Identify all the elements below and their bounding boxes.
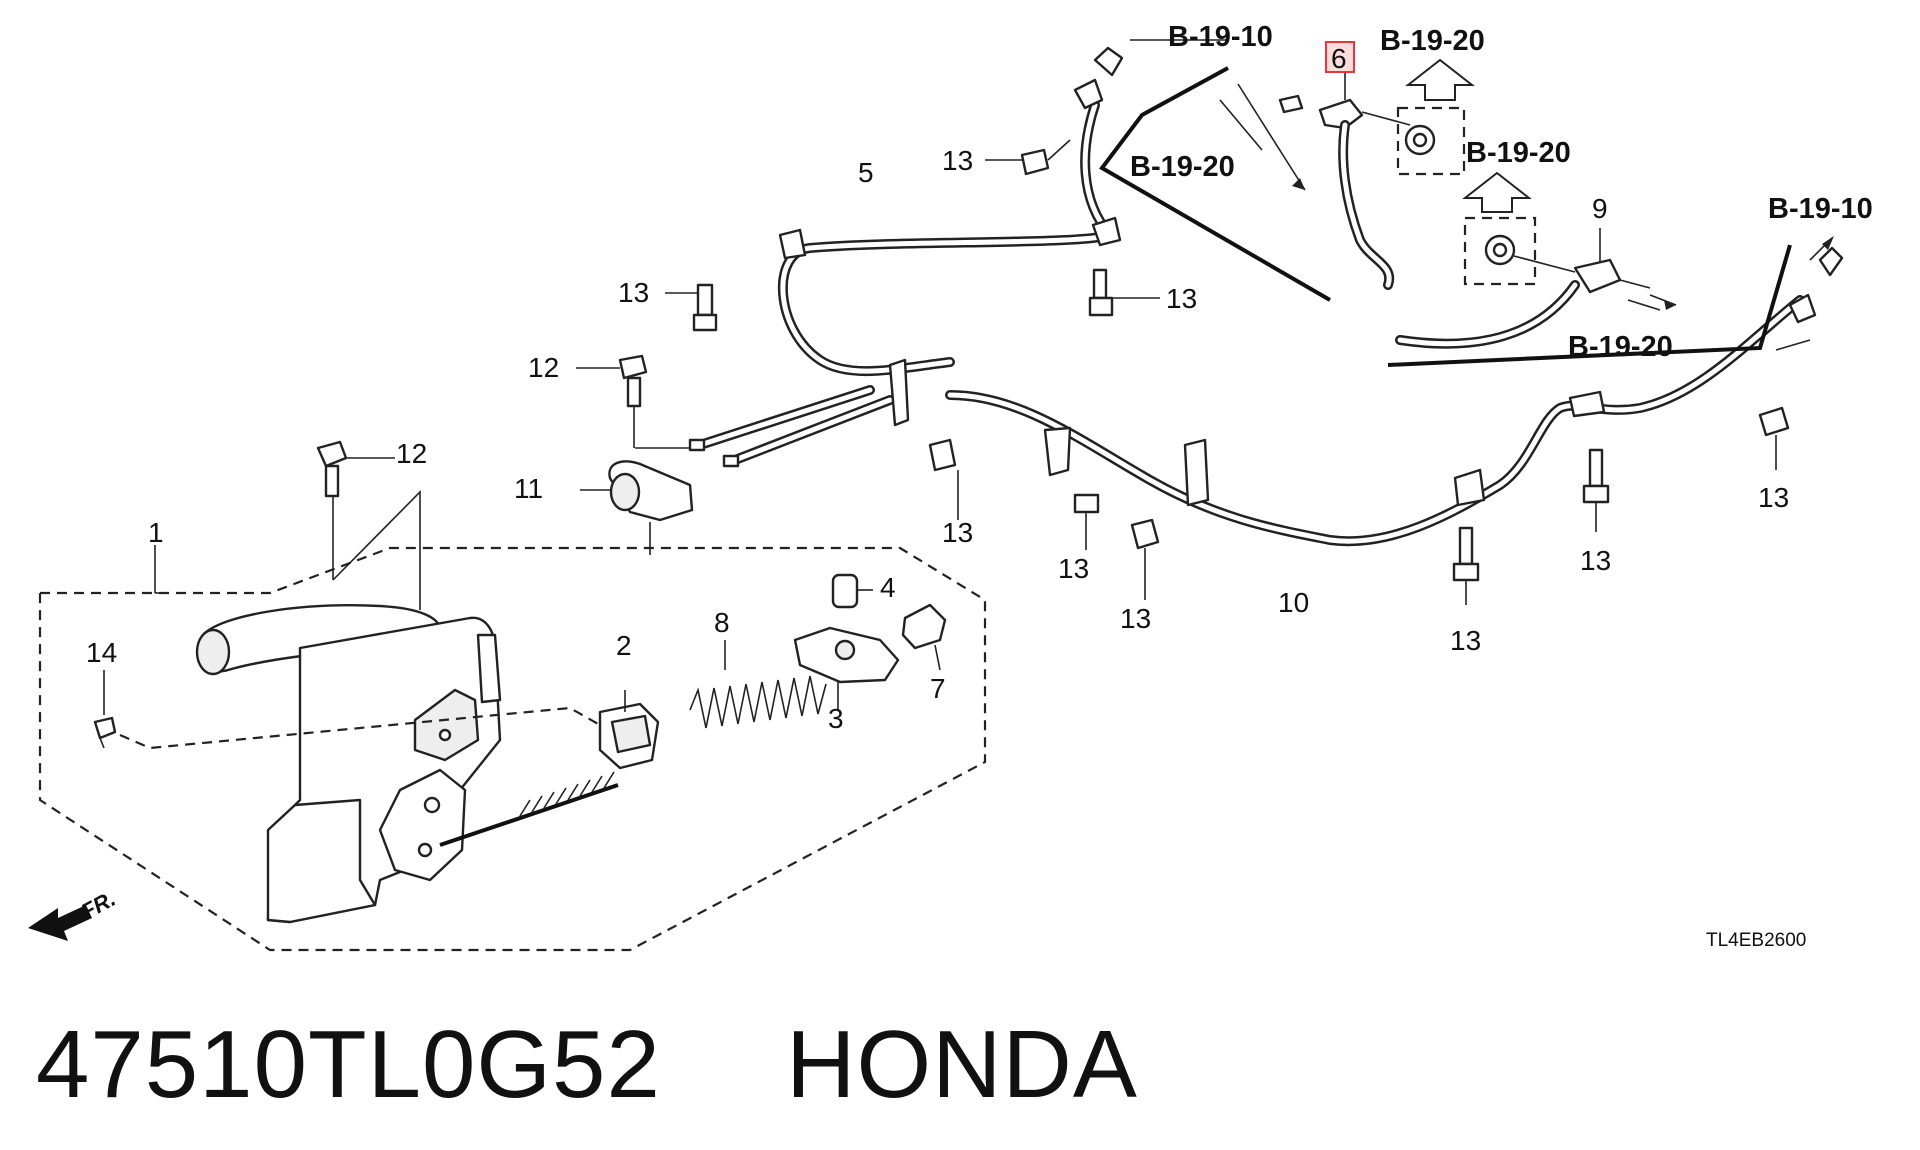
callout-4: 4: [880, 572, 896, 603]
callout-numbers: 1 2 3 4 5 6 7 8 9 10 11 12 12 13 13 13 1…: [86, 43, 1789, 734]
section-dividers: [1099, 39, 1792, 367]
callout-7: 7: [930, 673, 946, 704]
bolt-13-b: [665, 283, 718, 332]
callout-10: 10: [1278, 587, 1309, 618]
drawing-code: TL4EB2600: [1706, 930, 1806, 951]
part-caption: 47510TL0G52 HONDA: [36, 1010, 1138, 1120]
bolt-13-c: [1088, 268, 1160, 317]
bolt-part-12-right: [576, 354, 648, 448]
callout-5: 5: [858, 157, 874, 188]
callout-2: 2: [616, 630, 632, 661]
callout-3: 3: [828, 703, 844, 734]
callout-11: 11: [514, 473, 543, 504]
ref-b-19-10-right: B-19-10: [1768, 193, 1873, 225]
callout-13-f: 13: [1120, 603, 1151, 634]
callout-1: 1: [148, 517, 164, 548]
ref-b-19-10-top: B-19-10: [1168, 21, 1273, 53]
part-number: 47510TL0G52: [36, 1011, 661, 1118]
callout-12-left: 12: [396, 438, 427, 469]
equalizer-part-3: [793, 626, 900, 710]
callout-13-i: 13: [1758, 482, 1789, 513]
front-arrow-icon: [28, 905, 92, 941]
nut-part-7: [901, 603, 947, 671]
callout-13-h: 13: [1580, 545, 1611, 576]
bolt-13-e: [1073, 493, 1100, 550]
reference-arrows: [1185, 39, 1834, 311]
brake-cables: [688, 46, 1844, 547]
bracket-part-6: [1278, 41, 1466, 290]
callout-13-a: 13: [942, 145, 973, 176]
assembly-outline: [38, 545, 987, 952]
bracket-part-9: [1395, 216, 1651, 349]
bolt-13-h: [1582, 448, 1610, 532]
screw-part-14: [93, 670, 601, 750]
bracket-part-11: [580, 447, 694, 555]
brand-name: HONDA: [786, 1011, 1138, 1118]
section-references: B-19-10 B-19-20 B-19-20 B-19-20 B-19-20 …: [1130, 21, 1873, 363]
bolt-13-d: [928, 438, 959, 520]
callout-6: 6: [1331, 43, 1347, 74]
callout-14: 14: [86, 637, 117, 668]
callout-8: 8: [714, 607, 730, 638]
front-direction-marker: FR.: [28, 886, 120, 941]
block-arrow-up-1: [1405, 58, 1475, 101]
bolt-part-12-left: [316, 440, 421, 610]
spring-part-8: [689, 640, 827, 729]
block-arrow-up-2: [1462, 171, 1532, 213]
bolt-13-i: [1758, 339, 1811, 470]
ref-b-19-20-mid: B-19-20: [1466, 137, 1571, 169]
callout-13-e: 13: [1058, 553, 1089, 584]
ref-b-19-20-left: B-19-20: [1130, 151, 1235, 183]
callout-13-d: 13: [942, 517, 973, 548]
bolt-13-f: [1130, 518, 1160, 600]
callout-13-b: 13: [618, 277, 649, 308]
callout-13-c: 13: [1166, 283, 1197, 314]
callout-9: 9: [1592, 193, 1608, 224]
adjuster-part-2: [598, 690, 660, 770]
ref-b-19-20-lower: B-19-20: [1568, 331, 1673, 363]
bolts-part-13: [665, 139, 1811, 605]
nut-part-4: [831, 573, 873, 609]
highlight-box-part-6: [1325, 41, 1355, 73]
callout-13-g: 13: [1450, 625, 1481, 656]
brake-lever-assembly: [195, 604, 619, 924]
bolt-13-g: [1452, 526, 1480, 605]
bolt-13-a: [985, 139, 1071, 176]
ref-b-19-20-top: B-19-20: [1380, 25, 1485, 57]
callout-12-right: 12: [528, 352, 559, 383]
